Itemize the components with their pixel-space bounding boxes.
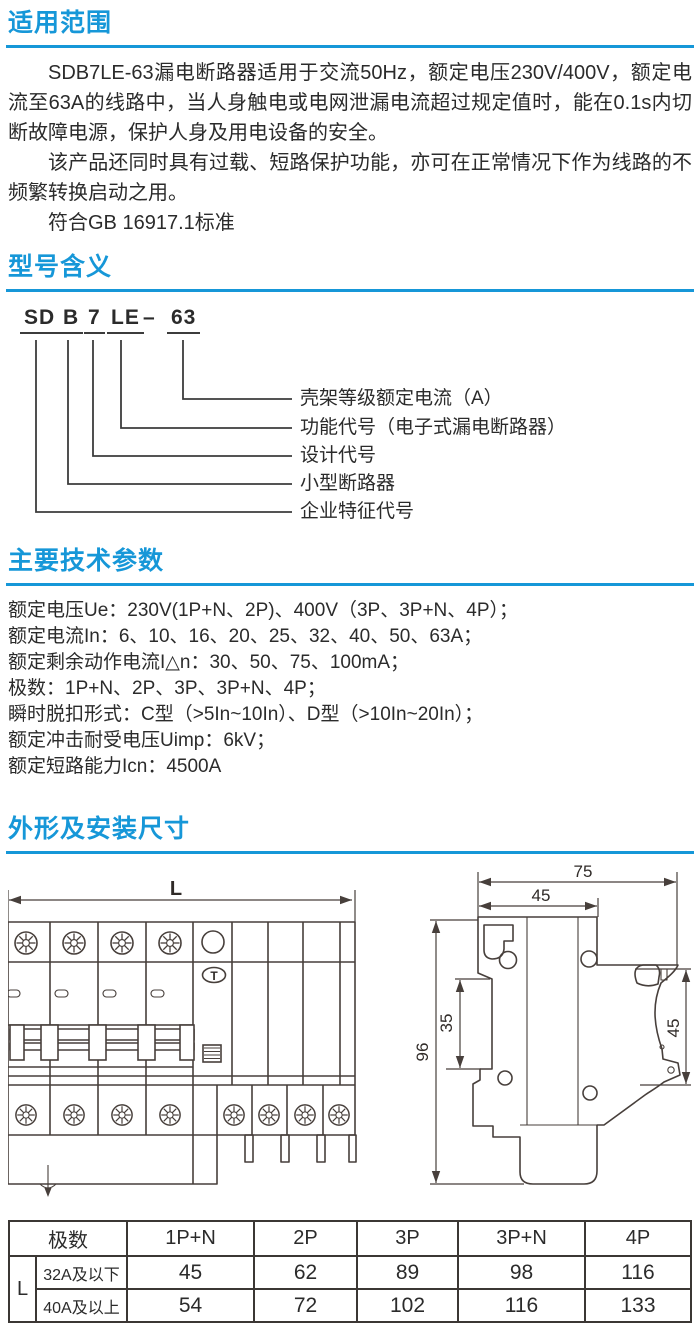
side-body-width-dim: 45 [532,886,551,905]
table-header-1pn: 1P+N [126,1220,255,1257]
table-cell: 45 [126,1255,255,1290]
table-cell: 116 [584,1255,692,1290]
section-title-dimensions: 外形及安装尺寸 [8,815,191,843]
table-group-label-L: L [8,1255,37,1323]
param-line-trip-type: 瞬时脱扣形式：C型（>5In~10In）、D型（>10In~20In）； [8,704,484,725]
table-cell: 102 [356,1288,459,1323]
param-line-impulse: 额定冲击耐受电压Uimp：6kV； [8,730,276,751]
test-t-button: T [201,966,227,984]
param-line-short-circuit: 额定短路能力Icn：4500A [8,756,222,777]
table-header-3pn: 3P+N [457,1220,586,1257]
model-code-function: LE [107,306,144,334]
table-cell: 116 [457,1288,586,1323]
param-line-voltage: 额定电压Ue：230V(1P+N、2P)、400V（3P、3P+N、4P）； [8,600,519,621]
model-callout-frame-current: 壳架等级额定电流（A） [300,388,503,409]
table-cell: 72 [253,1288,358,1323]
front-view-drawing: L T [8,878,357,1197]
model-code-enterprise: SD [20,306,60,334]
section-title-model: 型号含义 [8,253,113,281]
table-cell: 54 [126,1288,255,1323]
section-title-params: 主要技术参数 [8,547,165,575]
table-header-3p: 3P [356,1220,459,1257]
scope-paragraph: 符合GB 16917.1标准 [48,212,235,234]
side-total-width-dim: 75 [574,862,593,881]
model-callout-design: 设计代号 [300,445,377,466]
model-code-dash: – [143,306,156,329]
table-row-32a: L 32A及以下 45 62 89 98 116 [8,1255,692,1323]
model-code-design: 7 [84,306,105,334]
section-title-scope: 适用范围 [8,9,113,37]
table-row-label: 40A及以上 [35,1288,128,1323]
table-cell: 133 [584,1288,692,1323]
table-header-row: 极数 1P+N 2P 3P 3P+N 4P [8,1220,692,1257]
side-view-drawing: 75 45 96 35 45 [413,862,691,1185]
table-row-label: 32A及以下 [35,1255,128,1290]
svg-text:T: T [210,969,218,983]
front-width-dim-label: L [170,878,182,900]
section-params: 主要技术参数 额定电压Ue：230V(1P+N、2P)、400V（3P、3P+N… [6,546,694,780]
table-cell: 62 [253,1255,358,1290]
model-code-diagram: SD B 7 LE – 63 壳架等级额定电流（A） 功能代号（电子式漏电断路器… [8,306,692,538]
side-face-height-dim: 45 [664,1019,683,1038]
test-button [202,1044,222,1063]
handle-assembly [9,1024,195,1061]
side-height-dim: 96 [413,1043,432,1062]
scope-paragraph: SDB7LE-63漏电断路器适用于交流50Hz，额定电压230V/400V，额定… [8,62,692,144]
outline-drawing: L T [8,862,691,1197]
model-connector-lines [35,340,292,513]
section-dimensions: 外形及安装尺寸 [6,814,694,1218]
table-cell: 98 [457,1255,586,1290]
section-scope: 适用范围 SDB7LE-63漏电断路器适用于交流50Hz，额定电压230V/40… [6,0,694,238]
section-model: 型号含义 SD B 7 LE – 63 壳架等级额定电流（A） 功能代号（电子式… [6,252,694,538]
section-rule [6,583,694,586]
model-callout-mini-breaker: 小型断路器 [300,473,396,494]
table-header-2p: 2P [253,1220,358,1257]
param-line-residual: 额定剩余动作电流I△n：30、50、75、100mA； [8,652,410,673]
table-row-40a: 40A及以上 54 72 102 116 133 [9,1288,692,1323]
table-header-4p: 4P [584,1220,692,1257]
param-line-current: 额定电流In：6、10、16、20、25、32、40、50、63A； [8,626,483,647]
dimension-table: 极数 1P+N 2P 3P 3P+N 4P L 32A及以下 45 62 89 … [8,1220,692,1323]
scope-paragraphs: SDB7LE-63漏电断路器适用于交流50Hz，额定电压230V/400V，额定… [8,58,692,238]
section-rule [6,45,694,48]
param-line-poles: 极数：1P+N、2P、3P、3P+N、4P； [8,678,326,699]
section-rule [6,851,694,854]
param-list: 额定电压Ue：230V(1P+N、2P)、400V（3P、3P+N、4P）； 额… [8,598,692,780]
table-header-poles: 极数 [8,1220,128,1257]
datasheet-page: 适用范围 SDB7LE-63漏电断路器适用于交流50Hz，额定电压230V/40… [6,0,694,1323]
model-callout-function: 功能代号（电子式漏电断路器） [300,417,567,438]
din-rail-height-dim: 35 [437,1014,456,1033]
section-rule [6,289,694,292]
table-cell: 89 [356,1255,459,1290]
rcd-indicator-window [201,930,225,954]
scope-paragraph: 该产品还同时具有过载、短路保护功能，亦可在正常情况下作为线路的不频繁转换启动之用… [8,152,692,204]
model-code-frame-current: 63 [167,306,201,334]
model-callout-enterprise: 企业特征代号 [300,501,415,522]
model-code-mini-breaker: B [59,306,84,334]
